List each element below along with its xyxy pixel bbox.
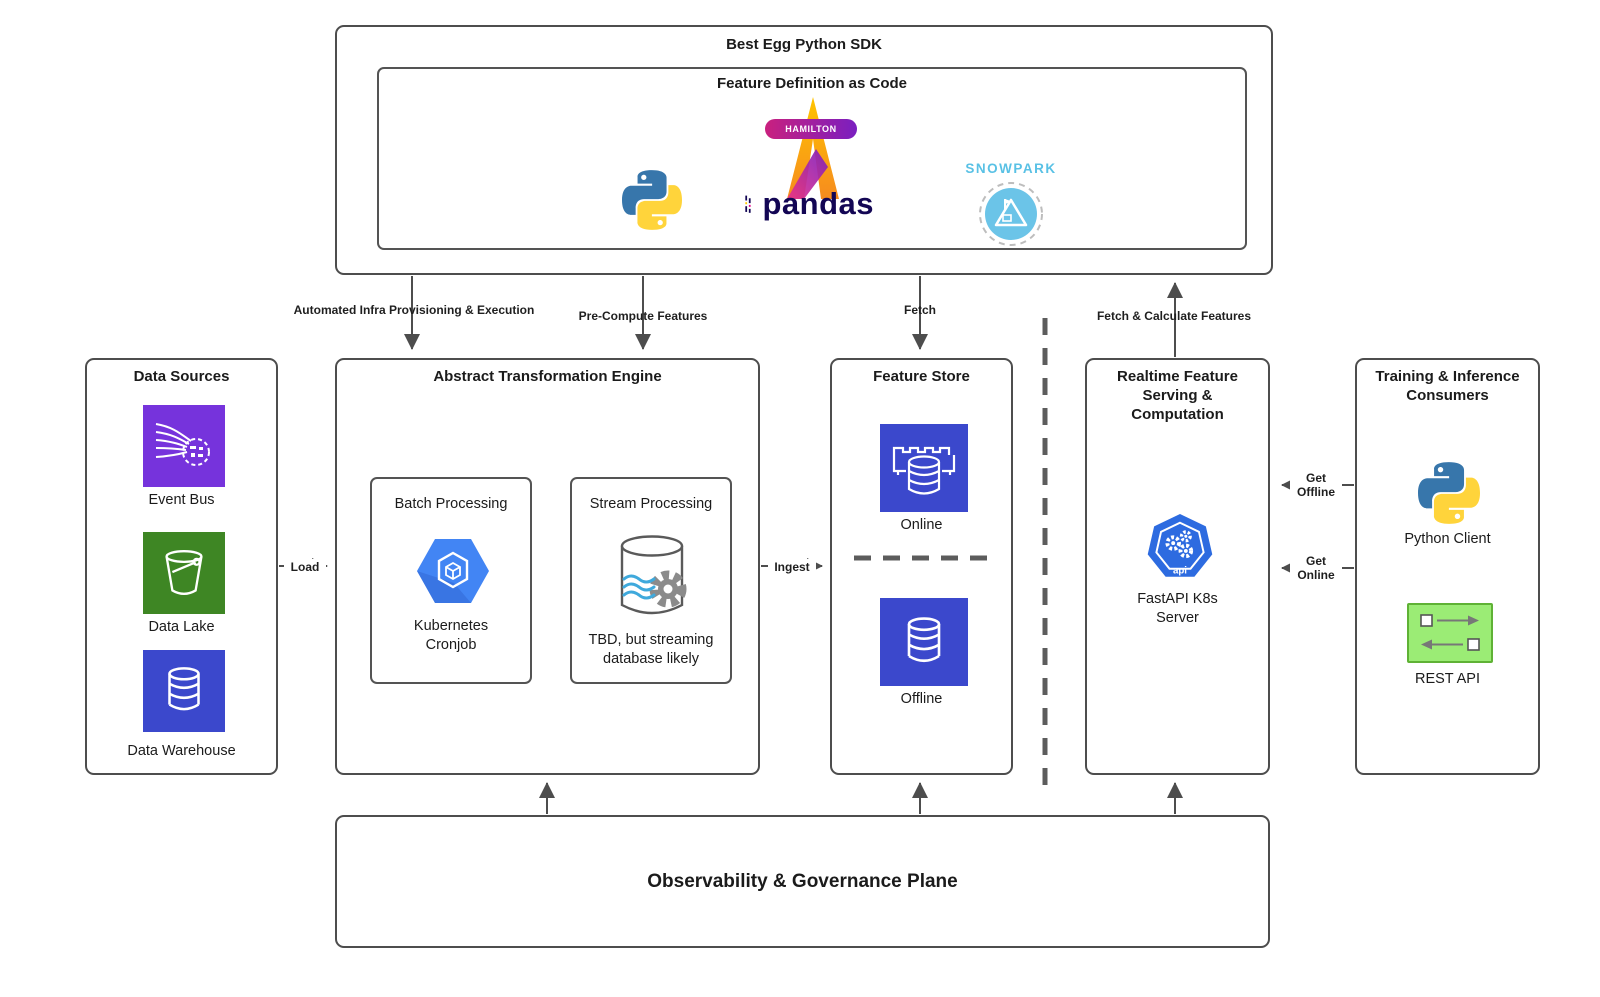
flow-label-ingest: Ingest [768, 559, 816, 576]
data-sources-box: Data Sources Event Bus [85, 358, 278, 775]
transformation-engine-box: Abstract Transformation Engine Batch Pro… [335, 358, 760, 775]
online-store-tile [880, 424, 968, 512]
flow-label-precompute: Pre-Compute Features [578, 309, 708, 323]
flow-label-load: Load [284, 559, 326, 576]
python-client-icon [1418, 462, 1480, 524]
offline-store-tile [880, 598, 968, 686]
hamilton-banner: HAMILTON [765, 119, 857, 139]
realtime-serving-box: Realtime Feature Serving & Computation a… [1085, 358, 1270, 775]
batch-processing-title: Batch Processing [394, 496, 508, 512]
flow-label-fetch: Fetch [903, 303, 936, 317]
feature-store-title: Feature Store [873, 368, 970, 385]
flow-label-automated: Automated Infra Provisioning & Execution [293, 303, 535, 317]
feature-definition-box: Feature Definition as Code HAMILT [377, 67, 1247, 250]
stream-processing-label: TBD, but streaming database likely [588, 632, 714, 667]
data-warehouse-label: Data Warehouse [127, 743, 236, 759]
gears-icon [1165, 530, 1194, 559]
feature-definition-title: Feature Definition as Code [716, 75, 908, 92]
event-bus-label: Event Bus [148, 492, 215, 508]
python-icon [622, 170, 682, 230]
flow-label-get-offline: Get Offline [1290, 470, 1342, 501]
data-lake-label: Data Lake [148, 619, 215, 635]
pandas-mark-icon [745, 195, 751, 213]
observability-box: Observability & Governance Plane [335, 815, 1270, 948]
data-lake-bucket-icon [165, 550, 203, 595]
stream-processing-box: Stream Processing TBD, but streaming dat… [570, 477, 732, 684]
data-warehouse-database-icon [168, 667, 200, 711]
streaming-database-icon [620, 535, 687, 615]
waves-icon [622, 574, 656, 600]
pandas-logo: pandas [744, 181, 874, 227]
data-lake-tile [143, 532, 225, 614]
event-bus-icon [155, 423, 210, 466]
observability-title: Observability & Governance Plane [647, 870, 958, 892]
flow-label-fetch-calculate: Fetch & Calculate Features [1096, 309, 1252, 323]
fastapi-k8s-label: FastAPI K8s Server [1137, 591, 1218, 626]
in-memory-database-icon [892, 446, 956, 495]
api-badge: api [1173, 565, 1187, 576]
sdk-box: Best Egg Python SDK Feature Definition a… [335, 25, 1273, 275]
pandas-wordmark: pandas [762, 186, 874, 221]
hamilton-star-icon [787, 97, 839, 199]
rest-api-icon [1420, 614, 1480, 651]
consumers-box: Training & Inference Consumers Python Cl… [1355, 358, 1540, 775]
rest-api-tile [1407, 603, 1493, 663]
python-client-label: Python Client [1404, 531, 1491, 547]
offline-store-label: Offline [900, 691, 943, 707]
data-warehouse-tile [143, 650, 225, 732]
event-bus-tile [143, 405, 225, 487]
data-sources-title: Data Sources [133, 368, 230, 385]
sdk-title: Best Egg Python SDK [726, 36, 882, 53]
snowpark-logo: SNOWPARK [957, 161, 1065, 247]
flow-label-get-online: Get Online [1290, 553, 1342, 584]
batch-processing-label: Kubernetes Cronjob [413, 618, 489, 653]
online-store-label: Online [900, 517, 943, 533]
offline-database-icon [907, 617, 941, 663]
kubernetes-gke-icon [417, 539, 489, 603]
gear-icon [649, 570, 687, 608]
rest-api-label: REST API [1414, 671, 1480, 687]
stream-processing-title: Stream Processing [589, 496, 713, 512]
transformation-engine-title: Abstract Transformation Engine [433, 368, 662, 385]
snowpark-wordmark: SNOWPARK [965, 161, 1057, 176]
consumers-title: Training & Inference Consumers [1375, 368, 1520, 404]
hamilton-logo: HAMILTON [765, 95, 857, 199]
fastapi-k8s-icon: api [1147, 513, 1213, 577]
snowpark-icon [979, 182, 1043, 246]
realtime-serving-title: Realtime Feature Serving & Computation [1117, 368, 1238, 423]
feature-store-box: Feature Store Online [830, 358, 1013, 775]
batch-processing-box: Batch Processing Kubernetes Cronjob [370, 477, 532, 684]
